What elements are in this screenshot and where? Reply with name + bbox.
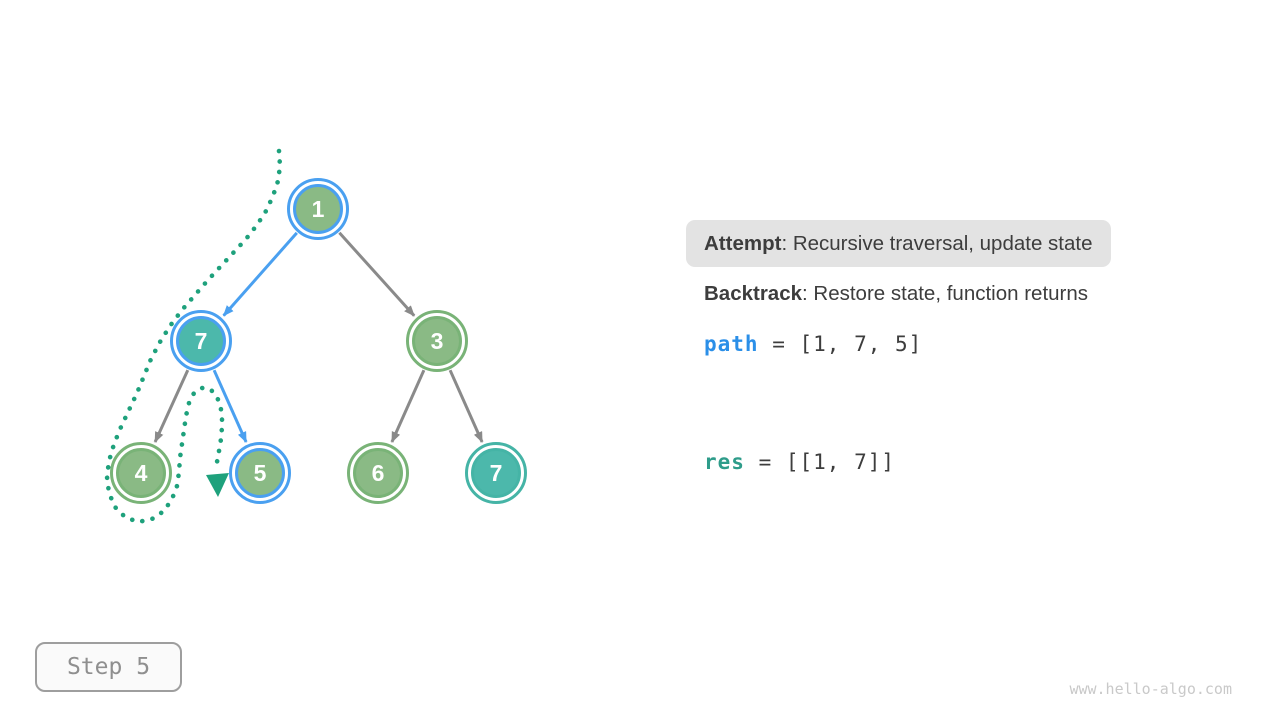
tree-node-label: 3 [430, 327, 444, 354]
tree-node-7: 7 [465, 442, 527, 504]
backtrack-label: Backtrack [704, 282, 803, 305]
tree-edge [448, 369, 484, 443]
step-counter-badge: Step 5 [35, 642, 182, 692]
tree-edges [153, 231, 484, 443]
path-variable-line: path = [1, 7, 5] [704, 332, 922, 356]
tree-node-label: 5 [253, 459, 267, 486]
attempt-text: : Recursive traversal, update state [781, 231, 1093, 255]
traversal-trail-dotted [104, 148, 283, 525]
res-variable-line: res = [[1, 7]] [704, 450, 895, 474]
step-counter-label: Step 5 [66, 654, 151, 680]
path-variable-value: = [1, 7, 5] [758, 332, 923, 356]
traversal-trail-arrowhead [206, 473, 229, 497]
attempt-label: Attempt [704, 231, 782, 255]
tree-edge [222, 231, 298, 317]
tree-node-1: 1 [287, 178, 349, 240]
tree-edge [212, 369, 248, 443]
tree-edge [153, 369, 190, 443]
attempt-status-pill: Attempt: Recursive traversal, update sta… [686, 220, 1111, 267]
res-variable-value: = [[1, 7]] [744, 450, 896, 474]
tree-node-circle: 6 [353, 448, 403, 498]
backtrack-text: : Restore state, function returns [802, 282, 1089, 305]
tree-node-label: 4 [134, 459, 148, 486]
tree-node-circle: 1 [293, 184, 343, 234]
path-variable-name: path [704, 332, 759, 356]
tree-node-label: 1 [311, 195, 325, 222]
tree-node-circle: 3 [412, 316, 462, 366]
res-variable-name: res [704, 450, 745, 474]
tree-edge [338, 231, 416, 317]
tree-node-4: 4 [110, 442, 172, 504]
tree-node-7: 7 [170, 310, 232, 372]
watermark: www.hello-algo.com [1069, 680, 1232, 698]
tree-node-label: 7 [489, 459, 503, 486]
tree-node-6: 6 [347, 442, 409, 504]
tree-node-3: 3 [406, 310, 468, 372]
tree-node-circle: 7 [176, 316, 226, 366]
tree-edge [390, 369, 426, 443]
tree-node-circle: 7 [471, 448, 521, 498]
tree-node-label: 7 [194, 327, 208, 354]
tree-node-circle: 4 [116, 448, 166, 498]
tree-node-label: 6 [371, 459, 385, 486]
tree-node-circle: 5 [235, 448, 285, 498]
tree-node-5: 5 [229, 442, 291, 504]
backtrack-status-line: Backtrack: Restore state, function retur… [704, 282, 1088, 306]
